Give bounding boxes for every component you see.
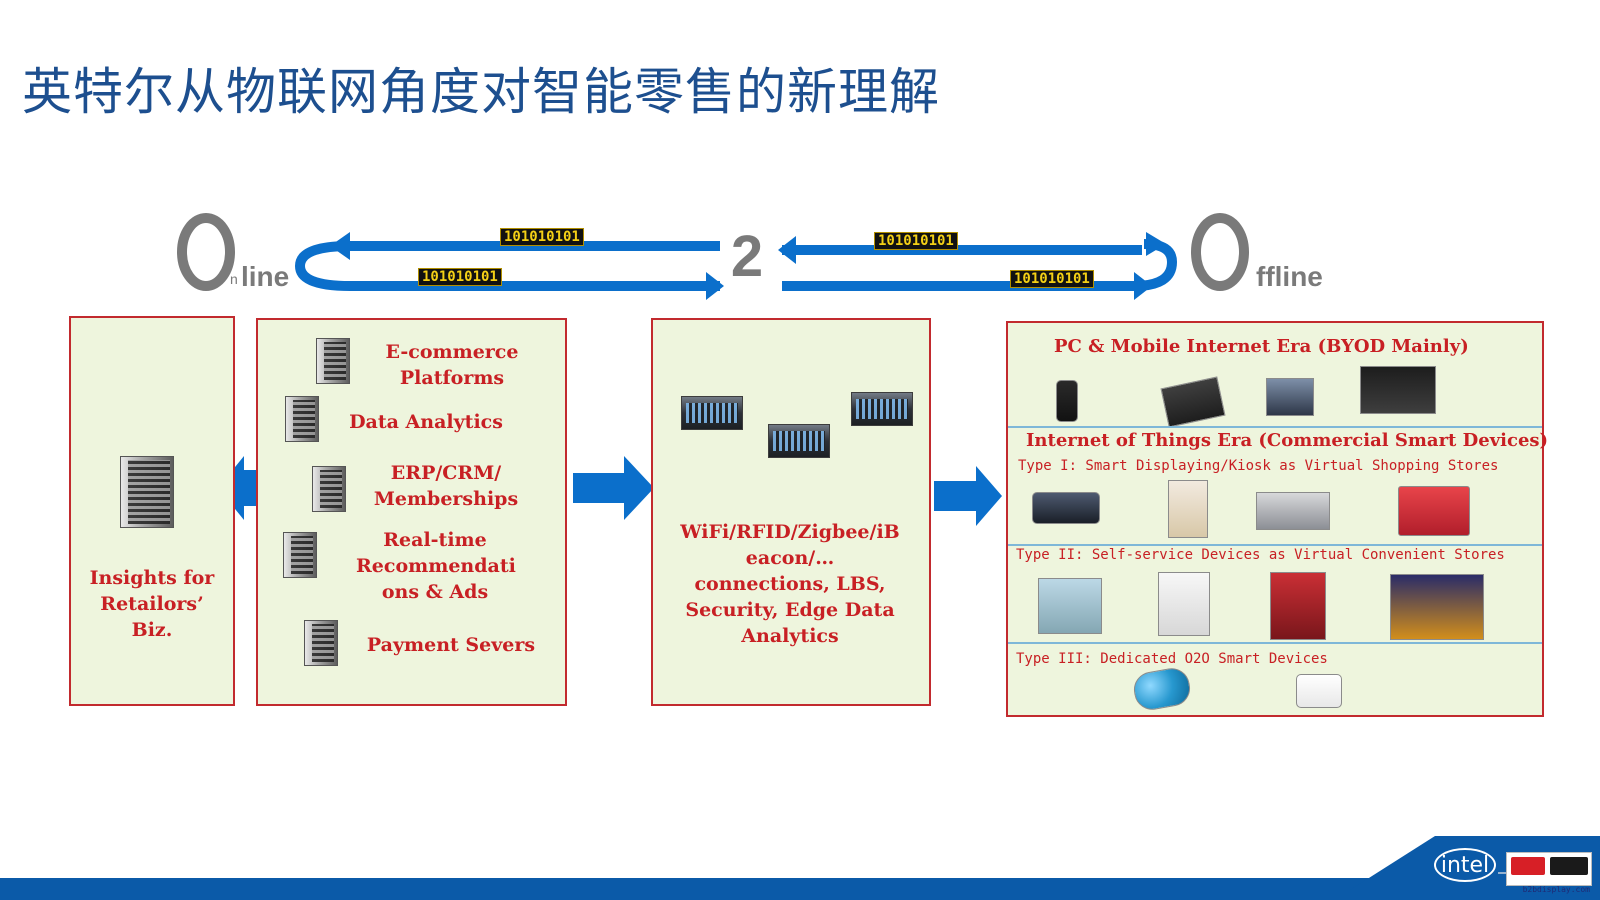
- footer-bar: [0, 878, 1600, 900]
- ecommerce-server-icon: [316, 338, 350, 384]
- svg-text:ffline: ffline: [1256, 261, 1323, 292]
- insights-line-2: Retailors’: [100, 593, 204, 615]
- analytics-line-1: Data Analytics: [349, 411, 503, 433]
- svg-text:n: n: [230, 271, 238, 287]
- ecommerce-line-1: E-commerce: [385, 341, 519, 363]
- realtime-text: Real-time Recommendati ons & Ads: [356, 527, 516, 605]
- erp-line-1: ERP/CRM/: [390, 462, 502, 484]
- binary-tag-4: 101010101: [1010, 270, 1094, 288]
- svg-text:line: line: [241, 261, 289, 292]
- edge-server-icon-1: [681, 396, 743, 430]
- type-1-label: Type I: Smart Displaying/Kiosk as Virtua…: [1018, 458, 1499, 474]
- online-letter: n line: [177, 213, 289, 292]
- payment-server-icon: [304, 620, 338, 666]
- top-flow-arrows: [294, 232, 1178, 300]
- offline-letter: ffline: [1191, 213, 1323, 292]
- insights-text: Insights for Retailors’ Biz.: [78, 565, 226, 643]
- edge-line-5: Analytics: [741, 625, 839, 647]
- separator-2: [1008, 544, 1542, 546]
- payment-text: Payment Severs: [366, 632, 536, 658]
- realtime-line-1: Real-time: [383, 529, 487, 551]
- online-services-box: [256, 318, 567, 706]
- self-service-device-1: [1038, 578, 1102, 634]
- kiosk-device-1: [1032, 492, 1100, 524]
- watermark-logo: [1506, 852, 1592, 886]
- insights-server-icon: [120, 456, 174, 528]
- o2o-device-2: [1296, 674, 1342, 708]
- kiosk-device-4: [1398, 486, 1470, 536]
- page-title: 英特尔从物联网角度对智能零售的新理解: [22, 63, 940, 121]
- analytics-text: Data Analytics: [338, 409, 514, 435]
- insights-line-1: Insights for: [89, 567, 215, 589]
- edge-line-2: eacon/…: [745, 547, 835, 569]
- center-mark: 2: [731, 224, 763, 289]
- erp-line-2: Memberships: [373, 488, 519, 510]
- watermark-subtext: b2bdisplay.com: [1522, 885, 1590, 894]
- self-service-device-2: [1158, 572, 1210, 636]
- phone-device: [1056, 380, 1078, 422]
- type-3-label: Type III: Dedicated O2O Smart Devices: [1016, 651, 1328, 667]
- analytics-server-icon: [285, 396, 319, 442]
- edge-line-1: WiFi/RFID/Zigbee/iB: [680, 521, 900, 543]
- edge-text: WiFi/RFID/Zigbee/iB eacon/… connections,…: [670, 519, 910, 649]
- edge-server-icon-3: [851, 392, 913, 426]
- realtime-server-icon: [283, 532, 317, 578]
- kiosk-device-2: [1168, 480, 1208, 538]
- edge-box: [651, 318, 931, 706]
- binary-tag-3: 101010101: [874, 232, 958, 250]
- laptop-device: [1266, 378, 1314, 416]
- iot-era-title: Internet of Things Era (Commercial Smart…: [1026, 430, 1549, 451]
- erp-server-icon: [312, 466, 346, 512]
- binary-tag-1: 101010101: [500, 228, 584, 246]
- kiosk-device-3: [1256, 492, 1330, 530]
- intel-logo: intel: [1434, 848, 1496, 882]
- pc-mobile-era-title: PC & Mobile Internet Era (BYOD Mainly): [1054, 336, 1469, 357]
- type-2-label: Type II: Self-service Devices as Virtual…: [1016, 547, 1505, 563]
- desktop-device: [1360, 366, 1436, 414]
- payment-line-1: Payment Severs: [366, 634, 536, 656]
- self-service-device-3: [1270, 572, 1326, 640]
- edge-line-3: connections, LBS,: [694, 573, 886, 595]
- insights-line-3: Biz.: [131, 619, 173, 641]
- realtime-line-3: ons & Ads: [381, 581, 489, 603]
- separator-3: [1008, 642, 1542, 644]
- realtime-line-2: Recommendati: [356, 555, 516, 577]
- edge-line-4: Security, Edge Data: [685, 599, 895, 621]
- edge-server-icon-2: [768, 424, 830, 458]
- erp-text: ERP/CRM/ Memberships: [366, 460, 526, 512]
- self-service-device-4: [1390, 574, 1484, 640]
- binary-tag-2: 101010101: [418, 268, 502, 286]
- ecommerce-text: E-commerce Platforms: [374, 339, 530, 391]
- separator-1: [1008, 426, 1542, 428]
- ecommerce-line-2: Platforms: [399, 367, 505, 389]
